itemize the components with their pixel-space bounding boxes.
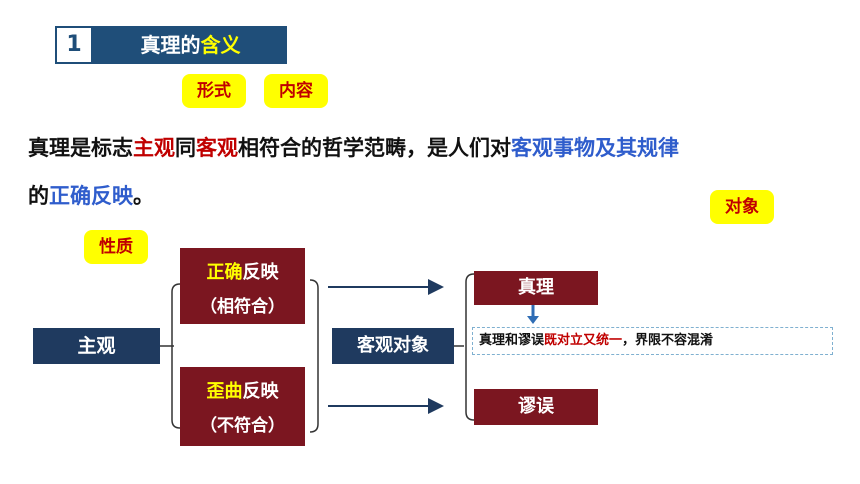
- left-bracket: [171, 283, 181, 429]
- box-correct-reflection: 正确反映 （相符合）: [180, 248, 305, 324]
- tag-nature: 性质: [84, 230, 148, 264]
- truth-error-note: 真理和谬误既对立又统一，界限不容混淆: [472, 327, 833, 355]
- section-title-box: [55, 26, 287, 64]
- definition-line-1: 真理是标志主观同客观相符合的哲学范畴，是人们对客观事物及其规律: [28, 136, 679, 160]
- tag-content: 内容: [264, 74, 328, 108]
- box-error: 谬误: [474, 389, 598, 425]
- down-arrow-head: [527, 316, 539, 324]
- box-objective-object: 客观对象: [332, 328, 454, 364]
- mid-bracket: [309, 279, 319, 433]
- section-title: 真理的含义: [140, 33, 241, 57]
- box-truth: 真理: [474, 271, 598, 305]
- tag-object: 对象: [710, 190, 774, 224]
- tag-form: 形式: [182, 74, 246, 108]
- definition-line-2: 的正确反映。: [28, 184, 154, 208]
- box-subjective: 主观: [33, 328, 160, 364]
- section-number: 1: [57, 28, 91, 62]
- box-distorted-reflection: 歪曲反映 （不符合）: [180, 367, 305, 446]
- right-bracket: [465, 273, 475, 421]
